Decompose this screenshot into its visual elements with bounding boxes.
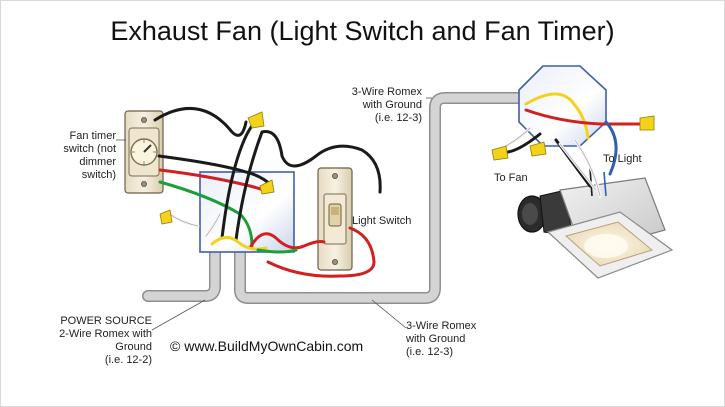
wire-nut xyxy=(529,141,547,157)
box-white-to-nut xyxy=(168,212,200,228)
box-ground-to-switch xyxy=(256,248,298,254)
romex-top-label-line: with Ground xyxy=(362,99,422,111)
box-red-to-switch xyxy=(248,232,326,250)
romex-top-label: 3-Wire Romex with Ground (i.e. 12-3) xyxy=(332,86,422,125)
wire-nut xyxy=(639,115,655,131)
box-black-loop xyxy=(234,130,382,242)
copyright-text: © www.BuildMyOwnCabin.com xyxy=(170,338,364,354)
wire-nut xyxy=(259,179,275,195)
fan-blue-wire xyxy=(604,120,618,176)
wire-nuts xyxy=(159,111,655,225)
fan-timer-switch xyxy=(124,110,164,194)
fan-timer-label-line: Fan timer xyxy=(69,130,116,142)
fan-timer-label-line: switch) xyxy=(81,169,116,181)
power-source-label-line: POWER SOURCE xyxy=(60,315,152,327)
romex-bottom-label-line: with Ground xyxy=(406,333,466,345)
power-source-cable xyxy=(142,246,221,302)
fan-black-wire xyxy=(506,132,542,154)
wire-nut xyxy=(247,111,265,129)
wire-nut xyxy=(491,145,509,161)
power-source-label-line: 2-Wire Romex with xyxy=(59,328,152,340)
romex-bottom-label: 3-Wire Romex with Ground (i.e. 12-3) xyxy=(406,320,496,359)
fan-red-wire xyxy=(524,108,642,126)
romex-bottom-label-line: (i.e. 12-3) xyxy=(406,346,454,358)
fan-timer-label-line: switch (not xyxy=(63,143,116,155)
romex-top-label-line: 3-Wire Romex xyxy=(351,86,422,98)
fan-yellow-wire xyxy=(524,92,590,140)
wire-nut xyxy=(159,209,173,225)
timer-black-wire-side xyxy=(157,154,274,188)
romex-bottom-label-line: 3-Wire Romex xyxy=(406,320,477,332)
power-source-label-line: Ground xyxy=(115,341,152,353)
romex-cables xyxy=(142,92,531,304)
romex-top-label-line: (i.e. 12-3) xyxy=(374,112,422,124)
timer-black-wire-top xyxy=(153,106,248,137)
power-source-label: POWER SOURCE 2-Wire Romex with Ground (i… xyxy=(40,315,152,367)
diagram-title: Exhaust Fan (Light Switch and Fan Timer) xyxy=(110,16,615,46)
to-fan-label: To Fan xyxy=(494,172,528,184)
fan-octagon-box xyxy=(518,65,607,147)
wires xyxy=(153,92,642,278)
light-switch xyxy=(317,167,353,271)
power-source-label-line: (i.e. 12-2) xyxy=(104,354,152,366)
switch-red-to-cable xyxy=(266,226,376,278)
light-switch-label: Light Switch xyxy=(352,215,412,227)
fan-timer-label-line: dimmer xyxy=(79,156,116,168)
fan-timer-label: Fan timer switch (not dimmer switch) xyxy=(48,130,116,182)
to-light-label: To Light xyxy=(603,153,642,165)
exhaust-fan-unit xyxy=(517,167,674,279)
